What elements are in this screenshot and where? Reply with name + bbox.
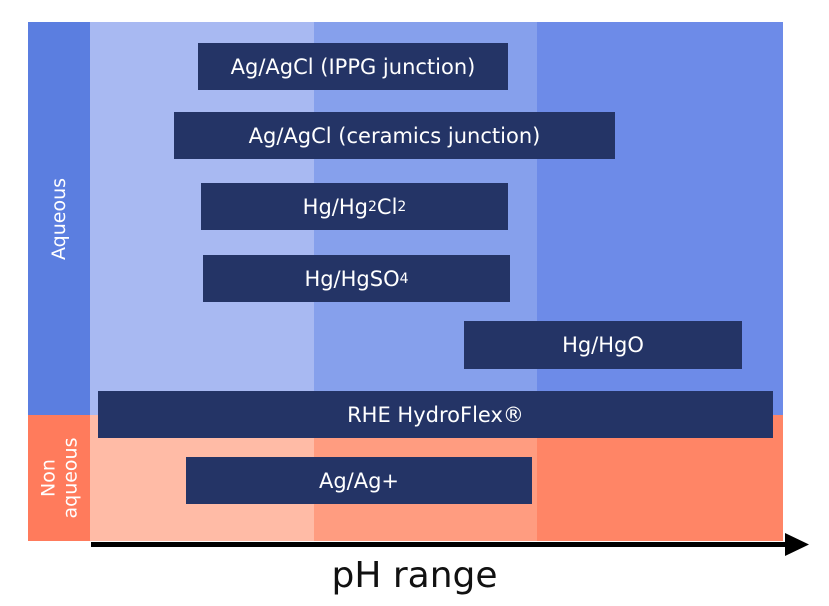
bar-calomel-mid: Cl	[376, 194, 398, 219]
nonaqueous-row-header	[28, 415, 90, 541]
ph-axis-arrowhead-icon	[785, 533, 809, 556]
aqueous-row-label: Aqueous	[48, 177, 70, 260]
bar-agcl-ippg: Ag/AgCl (IPPG junction)	[198, 43, 508, 90]
nonaqueous-row-label: Non aqueous	[37, 437, 81, 518]
bar-rhe-hydroflex: RHE HydroFlex®	[98, 391, 773, 438]
bar-calomel-base: Hg/Hg	[302, 194, 368, 219]
bar-mercurous-sulfate-base: Hg/HgSO	[304, 266, 400, 291]
aqueous-row-label-wrap: Aqueous	[28, 22, 90, 415]
bar-agcl-ceramics: Ag/AgCl (ceramics junction)	[174, 112, 615, 159]
nonaqueous-row-label-wrap: Non aqueous	[28, 415, 90, 541]
bar-mercury-oxide: Hg/HgO	[464, 321, 742, 369]
aqueous-row-header	[28, 22, 90, 415]
ph-axis-label: pH range	[331, 555, 498, 596]
ph-axis-line	[91, 542, 791, 547]
nonaqueous-label-line1: Non	[37, 459, 60, 497]
bar-silver: Ag/Ag+	[186, 457, 532, 504]
nonaqueous-label-line2: aqueous	[59, 437, 82, 519]
